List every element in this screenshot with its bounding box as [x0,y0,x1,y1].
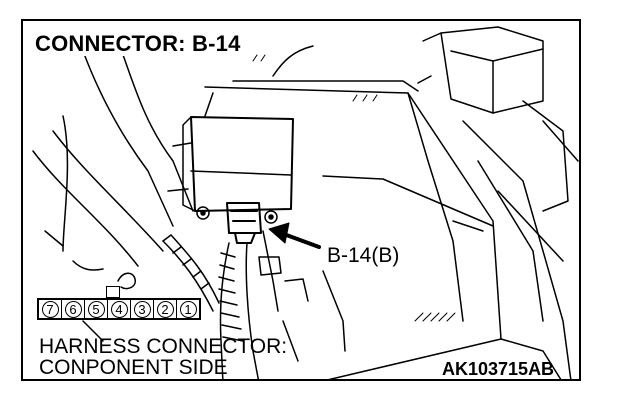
relay-box [417,26,569,212]
callout-arrow [268,222,321,249]
pin-number: 1 [179,300,197,318]
right-side-lines [452,120,579,379]
harness-line-2: CONPONENT SIDE [39,356,228,379]
pin-cell: 1 [177,300,199,318]
connector-b14 [226,202,262,244]
connector-lock-icon [106,286,120,298]
pin-number: 3 [133,300,151,318]
housing-outline [204,45,502,379]
pin-layout: 7 6 5 4 3 2 1 [37,298,201,320]
harness-connector-caption: HARNESS CONNECTOR: CONPONENT SIDE [39,336,287,378]
pin-cell: 4 [108,300,131,318]
pin-number: 5 [87,300,105,318]
pin-cell: 3 [131,300,154,318]
misc-details [82,270,346,362]
connector-title: CONNECTOR: B-14 [35,32,245,56]
pin-number: 4 [110,300,128,318]
figure-code: AK103715AB [442,359,555,379]
pin-cell: 5 [85,300,108,318]
pin-number: 7 [41,300,59,318]
pin-cell: 6 [62,300,85,318]
hatch-marks [252,54,456,322]
pin-cell: 7 [39,300,62,318]
diagram-frame: CONNECTOR: B-14 B-14(B) 7 6 5 4 3 2 1 HA… [21,19,581,381]
air-duct [32,40,194,271]
wiring-harness [162,230,282,379]
pin-number: 6 [64,300,82,318]
pin-cell: 2 [154,300,177,318]
harness-line-1: HARNESS CONNECTOR: [39,335,288,358]
engine-bay-drawing [32,26,579,379]
pin-number: 2 [156,300,174,318]
sensor-body [167,116,294,224]
callout-label: B-14(B) [327,244,400,267]
